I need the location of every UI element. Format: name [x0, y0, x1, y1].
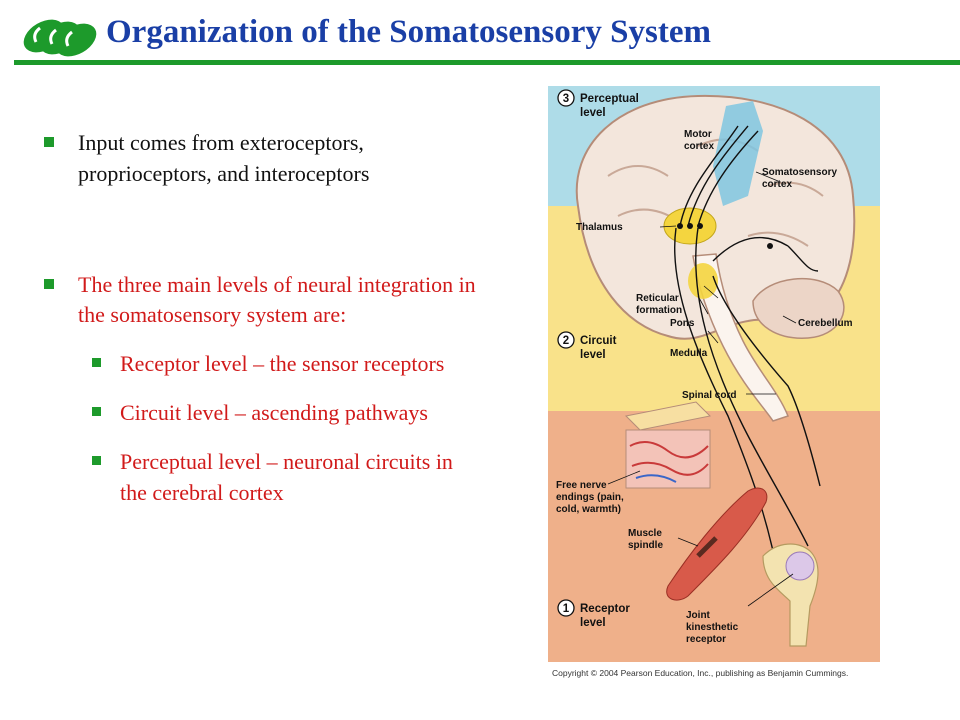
bullet-item: The three main levels of neural integrat… [44, 270, 484, 332]
sub-bullet-text: Circuit level – ascending pathways [120, 399, 428, 425]
label-joint-2: kinesthetic [686, 622, 739, 633]
label-motor-cortex-2: cortex [684, 141, 714, 152]
muscle-shape [666, 487, 768, 601]
label-reticular-1: Reticular [636, 293, 679, 304]
slide-title: Organization of the Somatosensory System [106, 14, 711, 50]
bullet-text: Input comes from exteroceptors, proprioc… [78, 130, 370, 186]
level-2-line2: level [580, 349, 606, 361]
square-bullet-icon [92, 406, 101, 416]
label-thalamus: Thalamus [576, 222, 623, 233]
label-medulla: Medulla [670, 348, 708, 359]
square-bullet-icon [44, 137, 54, 147]
label-muscle-spindle-2: spindle [628, 540, 663, 551]
sub-bullet-text: Perceptual level – neuronal circuits in … [120, 448, 453, 505]
label-joint-1: Joint [686, 610, 711, 621]
somatosensory-figure: 3 Perceptual level 2 Circuit level 1 Rec… [548, 86, 880, 662]
sub-bullet-text: Receptor level – the sensor receptors [120, 351, 445, 377]
sub-bullet-item: Perceptual level – neuronal circuits in … [44, 447, 484, 509]
label-motor-cortex-1: Motor [684, 129, 712, 140]
level-3-badge: 3 Perceptual level [557, 89, 639, 119]
sub-bullet-item: Receptor level – the sensor receptors [44, 349, 484, 380]
level-2-badge: 2 Circuit level [557, 331, 617, 361]
square-bullet-icon [92, 358, 101, 368]
logo-mark-icon [23, 19, 97, 57]
label-pons: Pons [670, 318, 695, 329]
brain-shape [575, 94, 856, 340]
level-3-line2: level [580, 107, 606, 119]
sub-bullet-item: Circuit level – ascending pathways [44, 398, 484, 429]
bullet-text: The three main levels of neural integrat… [78, 271, 476, 328]
bullet-list: Input comes from exteroceptors, proprioc… [44, 128, 484, 508]
square-bullet-icon [44, 278, 54, 289]
level-1-badge: 1 Receptor level [557, 599, 630, 629]
label-free-nerve-2: endings (pain, [556, 492, 624, 503]
skin-block [624, 401, 712, 489]
label-free-nerve-1: Free nerve [556, 480, 607, 491]
figure-copyright: Copyright © 2004 Pearson Education, Inc.… [552, 668, 849, 678]
label-spinal-cord: Spinal cord [682, 390, 736, 401]
label-somatosensory-1: Somatosensory [762, 167, 837, 178]
label-muscle-spindle-1: Muscle [628, 528, 662, 539]
label-cerebellum: Cerebellum [798, 318, 853, 329]
level-3-number: 3 [563, 93, 569, 105]
square-bullet-icon [92, 455, 101, 465]
level-2-line1: Circuit [580, 335, 617, 347]
bullet-item: Input comes from exteroceptors, proprioc… [44, 128, 484, 190]
level-2-number: 2 [563, 335, 569, 347]
logo [14, 8, 102, 60]
label-free-nerve-3: cold, warmth) [556, 504, 621, 515]
title-rule [14, 60, 960, 65]
label-reticular-2: formation [636, 305, 682, 316]
label-somatosensory-2: cortex [762, 179, 792, 190]
cerebellum-shape [752, 278, 845, 339]
label-joint-3: receptor [686, 634, 726, 645]
level-3-line1: Perceptual [580, 93, 639, 105]
level-1-number: 1 [563, 603, 570, 615]
level-1-line1: Receptor [580, 603, 630, 615]
level-1-line2: level [580, 617, 606, 629]
